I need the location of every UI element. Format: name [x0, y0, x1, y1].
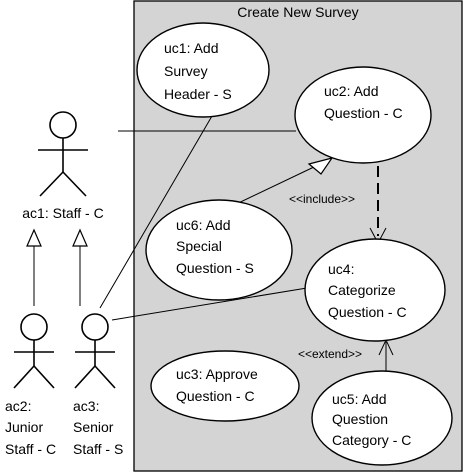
use-case-label: uc3: Approve	[176, 366, 258, 382]
association-ac3-uc4	[111, 286, 314, 321]
use-case-uc3: uc3: Approve Question - C	[150, 350, 300, 422]
system-title: Create New Survey	[237, 4, 358, 20]
use-case-label: Categorize	[328, 282, 396, 298]
use-case-label: uc2: Add	[324, 83, 379, 99]
generalization-arrow-ac2	[26, 228, 42, 247]
actor-ac2: ac2: Junior Staff - C	[5, 313, 56, 457]
use-case-label: uc1: Add	[164, 40, 219, 56]
use-case-label: Special	[176, 238, 222, 254]
use-case-label: uc5: Add	[332, 391, 387, 407]
generalization-uc6-uc2	[229, 165, 317, 208]
extend-label: <<extend>>	[298, 347, 362, 361]
use-case-label: Question - C	[324, 105, 403, 121]
svg-text:ac2: Junior Staff: ac2: Junior Staff - C	[5, 398, 56, 457]
use-case-label: Category - C	[332, 432, 411, 448]
stick-figure-icon	[13, 313, 55, 389]
svg-text:uc6: Add Special Q: uc6: Add Special Question - S	[176, 217, 254, 276]
association-ac3-uc1	[99, 115, 213, 309]
use-case-label: Header - S	[164, 86, 232, 102]
use-case-uc2: uc2: Add Question - C	[294, 66, 432, 164]
use-case-uc1: uc1: Add Survey Header - S	[136, 22, 270, 118]
stick-figure-icon	[38, 111, 88, 197]
arrowheads	[26, 157, 394, 356]
actor-label: ac2:	[5, 398, 31, 414]
svg-text:uc4: Categorize Qu: uc4: Categorize Question - C	[328, 261, 407, 320]
generalization-arrow-uc6	[307, 157, 334, 175]
actor-label: ac3:	[73, 398, 99, 414]
svg-text:uc5: Add Question: uc5: Add Question Category - C	[332, 391, 411, 448]
use-case-label: Question	[332, 411, 388, 427]
use-case-label: uc4:	[328, 261, 354, 277]
actor-label: Staff - C	[5, 441, 56, 457]
use-case-uc5: uc5: Add Question Category - C	[311, 370, 453, 466]
use-case-label: Question - S	[176, 260, 254, 276]
svg-text:uc3: Approve Question -: uc3: Approve Question - C	[176, 366, 262, 404]
svg-text:uc2: Add Question - C: uc2: Add Question - C	[324, 83, 403, 121]
actor-label: Junior	[5, 419, 43, 435]
actor-ac3: ac3: Senior Staff - S	[73, 313, 123, 457]
use-case-label: Question - C	[328, 304, 407, 320]
actor-label: ac1: Staff - C	[22, 205, 103, 221]
actor-label: Senior	[73, 419, 114, 435]
include-label: <<include>>	[289, 192, 355, 206]
actor-label: Staff - S	[73, 441, 123, 457]
svg-text:uc1: Add Survey He: uc1: Add Survey Header - S	[164, 40, 232, 102]
svg-text:ac3: Senior Staff: ac3: Senior Staff - S	[73, 398, 123, 457]
actor-ac1: ac1: Staff - C	[22, 111, 104, 221]
stick-figure-icon	[74, 313, 116, 389]
use-case-label: Question - C	[176, 388, 255, 404]
generalization-arrow-ac3	[72, 228, 88, 247]
use-case-label: uc6: Add	[176, 217, 231, 233]
use-case-label: Survey	[164, 63, 208, 79]
use-case-uc4: uc4: Categorize Question - C	[304, 238, 446, 342]
use-case-uc6: uc6: Add Special Question - S	[145, 199, 293, 301]
